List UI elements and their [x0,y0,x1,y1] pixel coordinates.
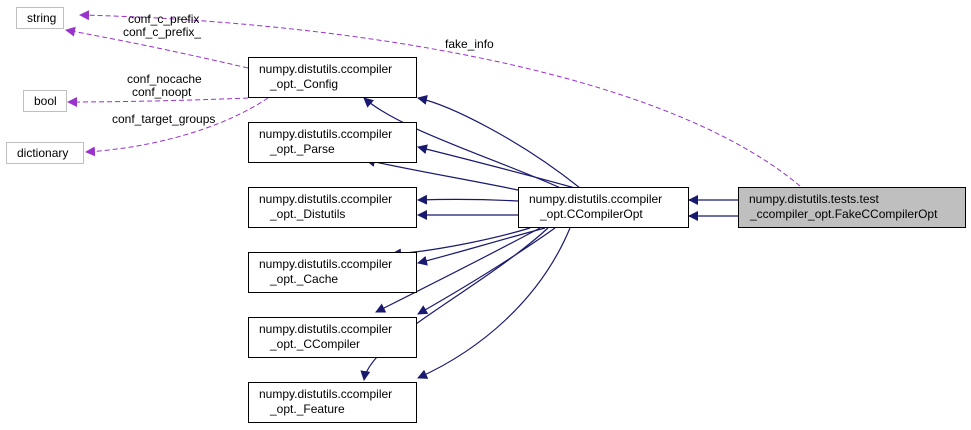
edge-config-to-dictionary [85,97,269,157]
node-cache[interactable]: numpy.distutils.ccompiler _opt._Cache [248,252,417,293]
node-distutils-line2: _opt._Distutils [270,207,346,221]
node-feature[interactable]: numpy.distutils.ccompiler _opt._Feature [248,382,417,423]
node-fake-line2: _ccompiler_opt.FakeCCompilerOpt [750,207,938,221]
node-distutils[interactable]: numpy.distutils.ccompiler _opt._Distutil… [248,187,417,228]
node-parse-line2: _opt._Parse [270,142,335,156]
edge-to-cache-a [391,227,531,259]
edge-to-cache-b [417,227,546,266]
node-parse[interactable]: numpy.distutils.ccompiler _opt._Parse [248,122,417,163]
edge-label-fake-info: fake_info [445,37,494,51]
node-fake-line1: numpy.distutils.tests.test [749,192,879,206]
edge-label-conf-c-prefix-underscore: conf_c_prefix_ [123,25,202,39]
edge-to-feature-a [360,227,549,381]
node-distutils-line1: numpy.distutils.ccompiler [259,192,393,206]
edge-label-conf-c-prefix: conf_c_prefix [128,12,200,26]
node-fake-ccompileropt[interactable]: numpy.distutils.tests.test _ccompiler_op… [738,187,966,228]
edge-config-to-string [65,26,249,69]
node-string[interactable]: string [16,7,64,29]
edge-fake-info-to-string [79,10,801,187]
node-bool-label: bool [34,94,57,108]
node-dictionary[interactable]: dictionary [6,142,84,164]
node-config-line2: _opt._Config [270,77,339,91]
node-ccompileropt-line1: numpy.distutils.ccompiler [529,192,663,206]
edge-to-config-a [417,95,581,189]
node-feature-line2: _opt._Feature [270,402,345,416]
edge-to-distutils-a [417,194,519,205]
edge-to-parse-a [417,144,576,189]
node-string-label: string [27,11,57,25]
edge-to-feature-b [417,227,571,379]
edge-label-conf-target-groups: conf_target_groups [112,112,216,126]
node-config-line1: numpy.distutils.ccompiler [259,62,393,76]
edge-config-to-bool [67,96,249,107]
node-parse-line1: numpy.distutils.ccompiler [259,127,393,141]
node-ccompileropt[interactable]: numpy.distutils.ccompiler _opt.CCompiler… [518,187,689,228]
node-feature-line1: numpy.distutils.ccompiler [259,387,393,401]
node-ccompiler-line2: _opt._CCompiler [270,337,361,351]
edge-to-ccompiler-a [375,227,541,313]
node-dictionary-label: dictionary [17,146,69,160]
node-cache-line2: _opt._Cache [270,272,339,286]
edge-label-conf-nocache: conf_nocache [127,72,202,86]
edge-to-parse-b [365,157,519,191]
node-ccompiler-line1: numpy.distutils.ccompiler [259,322,393,336]
node-cache-line1: numpy.distutils.ccompiler [259,257,393,271]
node-config[interactable]: numpy.distutils.ccompiler _opt._Config [248,57,417,98]
node-ccompileropt-line2: _opt.CCompilerOpt [540,207,643,221]
edge-to-ccompiler-b [417,227,556,315]
node-ccompiler[interactable]: numpy.distutils.ccompiler _opt._CCompile… [248,317,417,358]
node-bool[interactable]: bool [23,90,67,112]
edge-label-conf-noopt: conf_noopt [132,85,192,99]
